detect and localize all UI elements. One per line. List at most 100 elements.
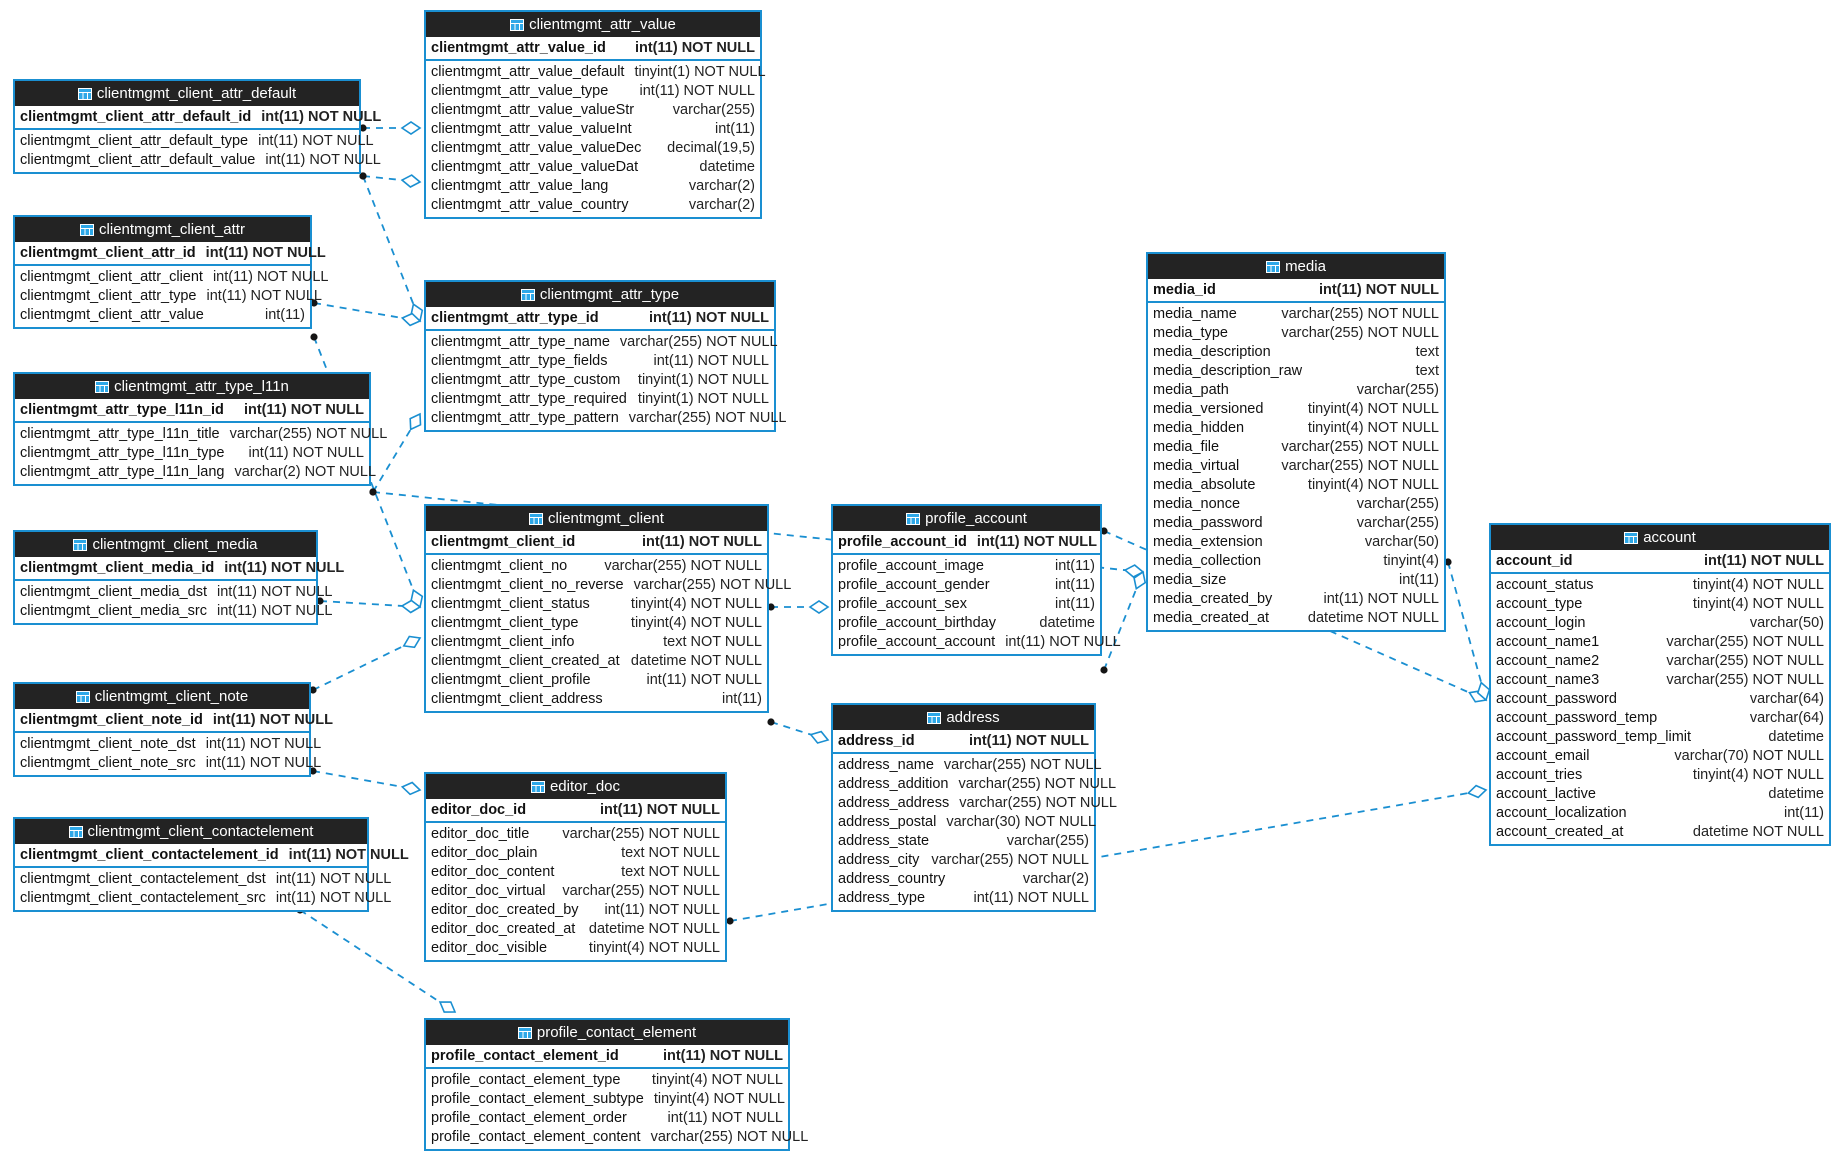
column-row[interactable]: editor_doc_plaintext NOT NULL xyxy=(426,844,725,863)
primary-key-row[interactable]: clientmgmt_attr_type_idint(11) NOT NULL xyxy=(426,307,774,331)
primary-key-row[interactable]: clientmgmt_client_contactelement_idint(1… xyxy=(15,844,409,868)
column-row[interactable]: clientmgmt_attr_type_requiredtinyint(1) … xyxy=(426,390,774,409)
column-row[interactable]: account_password_temp_limitdatetime xyxy=(1491,728,1829,747)
primary-key-row[interactable]: address_idint(11) NOT NULL xyxy=(833,730,1094,754)
column-row[interactable]: address_statevarchar(255) xyxy=(833,832,1094,851)
column-row[interactable]: media_filevarchar(255) NOT NULL xyxy=(1148,438,1444,457)
table-node-profile_contact_element[interactable]: profile_contact_elementprofile_contact_e… xyxy=(424,1018,808,1151)
column-row[interactable]: clientmgmt_client_profileint(11) NOT NUL… xyxy=(426,671,767,690)
column-row[interactable]: clientmgmt_client_statustinyint(4) NOT N… xyxy=(426,595,767,614)
column-row[interactable]: account_localizationint(11) xyxy=(1491,804,1829,823)
column-row[interactable]: clientmgmt_client_contactelement_dstint(… xyxy=(15,870,391,889)
column-row[interactable]: clientmgmt_client_addressint(11) xyxy=(426,690,767,709)
column-row[interactable]: clientmgmt_attr_type_l11n_langvarchar(2)… xyxy=(15,463,376,482)
column-row[interactable]: clientmgmt_attr_value_valueDecdecimal(19… xyxy=(426,139,760,158)
column-row[interactable]: profile_contact_element_orderint(11) NOT… xyxy=(426,1109,788,1128)
table-node-clientmgmt_attr_value[interactable]: clientmgmt_attr_valueclientmgmt_attr_val… xyxy=(424,10,766,219)
primary-key-row[interactable]: clientmgmt_attr_type_l11n_idint(11) NOT … xyxy=(15,399,369,423)
column-row[interactable]: clientmgmt_client_attr_typeint(11) NOT N… xyxy=(15,287,322,306)
column-row[interactable]: account_statustinyint(4) NOT NULL xyxy=(1491,576,1829,595)
table-node-clientmgmt_attr_type_l11n[interactable]: clientmgmt_attr_type_l11nclientmgmt_attr… xyxy=(13,372,387,486)
column-row[interactable]: clientmgmt_attr_type_patternvarchar(255)… xyxy=(426,409,786,428)
table-node-clientmgmt_client_note[interactable]: clientmgmt_client_noteclientmgmt_client_… xyxy=(13,682,333,777)
table-node-account[interactable]: accountaccount_idint(11) NOT NULLaccount… xyxy=(1489,523,1831,846)
primary-key-row[interactable]: media_idint(11) NOT NULL xyxy=(1148,279,1444,303)
table-node-profile_account[interactable]: profile_accountprofile_account_idint(11)… xyxy=(831,504,1121,656)
column-row[interactable]: clientmgmt_client_typetinyint(4) NOT NUL… xyxy=(426,614,767,633)
column-row[interactable]: account_password_tempvarchar(64) xyxy=(1491,709,1829,728)
table-node-clientmgmt_client_attr_default[interactable]: clientmgmt_client_attr_defaultclientmgmt… xyxy=(13,79,381,174)
column-row[interactable]: clientmgmt_attr_type_namevarchar(255) NO… xyxy=(426,333,778,352)
column-row[interactable]: clientmgmt_attr_value_langvarchar(2) xyxy=(426,177,760,196)
column-row[interactable]: account_passwordvarchar(64) xyxy=(1491,690,1829,709)
column-row[interactable]: account_loginvarchar(50) xyxy=(1491,614,1829,633)
column-row[interactable]: clientmgmt_client_attr_default_valueint(… xyxy=(15,151,381,170)
column-row[interactable]: profile_account_genderint(11) xyxy=(833,576,1100,595)
column-row[interactable]: profile_account_accountint(11) NOT NULL xyxy=(833,633,1121,652)
column-row[interactable]: account_typetinyint(4) NOT NULL xyxy=(1491,595,1829,614)
column-row[interactable]: clientmgmt_attr_value_defaulttinyint(1) … xyxy=(426,63,766,82)
column-row[interactable]: account_name2varchar(255) NOT NULL xyxy=(1491,652,1829,671)
column-row[interactable]: editor_doc_visibletinyint(4) NOT NULL xyxy=(426,939,725,958)
column-row[interactable]: profile_account_birthdaydatetime xyxy=(833,614,1100,633)
column-row[interactable]: media_created_byint(11) NOT NULL xyxy=(1148,590,1444,609)
table-node-address[interactable]: addressaddress_idint(11) NOT NULLaddress… xyxy=(831,703,1117,912)
column-row[interactable]: media_noncevarchar(255) xyxy=(1148,495,1444,514)
column-row[interactable]: media_virtualvarchar(255) NOT NULL xyxy=(1148,457,1444,476)
primary-key-row[interactable]: clientmgmt_client_note_idint(11) NOT NUL… xyxy=(15,709,333,733)
column-row[interactable]: clientmgmt_client_note_dstint(11) NOT NU… xyxy=(15,735,321,754)
column-row[interactable]: editor_doc_created_atdatetime NOT NULL xyxy=(426,920,725,939)
table-node-editor_doc[interactable]: editor_doceditor_doc_idint(11) NOT NULLe… xyxy=(424,772,727,962)
column-row[interactable]: profile_contact_element_subtypetinyint(4… xyxy=(426,1090,788,1109)
column-row[interactable]: media_description_rawtext xyxy=(1148,362,1444,381)
column-row[interactable]: clientmgmt_attr_type_l11n_titlevarchar(2… xyxy=(15,425,387,444)
column-row[interactable]: account_emailvarchar(70) NOT NULL xyxy=(1491,747,1829,766)
column-row[interactable]: address_addressvarchar(255) NOT NULL xyxy=(833,794,1117,813)
column-row[interactable]: media_sizeint(11) xyxy=(1148,571,1444,590)
column-row[interactable]: editor_doc_virtualvarchar(255) NOT NULL xyxy=(426,882,725,901)
column-row[interactable]: profile_account_sexint(11) xyxy=(833,595,1100,614)
primary-key-row[interactable]: clientmgmt_attr_value_idint(11) NOT NULL xyxy=(426,37,760,61)
column-row[interactable]: account_name3varchar(255) NOT NULL xyxy=(1491,671,1829,690)
primary-key-row[interactable]: account_idint(11) NOT NULL xyxy=(1491,550,1829,574)
column-row[interactable]: clientmgmt_client_novarchar(255) NOT NUL… xyxy=(426,557,767,576)
primary-key-row[interactable]: clientmgmt_client_attr_default_idint(11)… xyxy=(15,106,381,130)
column-row[interactable]: clientmgmt_client_media_srcint(11) NOT N… xyxy=(15,602,332,621)
column-row[interactable]: clientmgmt_attr_value_countryvarchar(2) xyxy=(426,196,760,215)
column-row[interactable]: clientmgmt_client_no_reversevarchar(255)… xyxy=(426,576,791,595)
column-row[interactable]: editor_doc_contenttext NOT NULL xyxy=(426,863,725,882)
table-node-clientmgmt_attr_type[interactable]: clientmgmt_attr_typeclientmgmt_attr_type… xyxy=(424,280,786,432)
table-node-clientmgmt_client[interactable]: clientmgmt_clientclientmgmt_client_idint… xyxy=(424,504,791,713)
column-row[interactable]: media_namevarchar(255) NOT NULL xyxy=(1148,305,1444,324)
column-row[interactable]: media_hiddentinyint(4) NOT NULL xyxy=(1148,419,1444,438)
column-row[interactable]: clientmgmt_client_attr_valueint(11) xyxy=(15,306,310,325)
table-node-media[interactable]: mediamedia_idint(11) NOT NULLmedia_namev… xyxy=(1146,252,1446,632)
column-row[interactable]: media_pathvarchar(255) xyxy=(1148,381,1444,400)
column-row[interactable]: media_collectiontinyint(4) xyxy=(1148,552,1444,571)
column-row[interactable]: clientmgmt_client_contactelement_srcint(… xyxy=(15,889,391,908)
column-row[interactable]: clientmgmt_attr_value_valueIntint(11) xyxy=(426,120,760,139)
column-row[interactable]: media_created_atdatetime NOT NULL xyxy=(1148,609,1444,628)
column-row[interactable]: clientmgmt_client_attr_default_typeint(1… xyxy=(15,132,374,151)
primary-key-row[interactable]: editor_doc_idint(11) NOT NULL xyxy=(426,799,725,823)
column-row[interactable]: clientmgmt_attr_type_fieldsint(11) NOT N… xyxy=(426,352,774,371)
column-row[interactable]: clientmgmt_client_attr_clientint(11) NOT… xyxy=(15,268,328,287)
column-row[interactable]: address_typeint(11) NOT NULL xyxy=(833,889,1094,908)
column-row[interactable]: clientmgmt_attr_value_valueStrvarchar(25… xyxy=(426,101,760,120)
column-row[interactable]: clientmgmt_attr_value_typeint(11) NOT NU… xyxy=(426,82,760,101)
column-row[interactable]: media_versionedtinyint(4) NOT NULL xyxy=(1148,400,1444,419)
column-row[interactable]: address_countryvarchar(2) xyxy=(833,870,1094,889)
column-row[interactable]: profile_contact_element_typetinyint(4) N… xyxy=(426,1071,788,1090)
primary-key-row[interactable]: profile_account_idint(11) NOT NULL xyxy=(833,531,1100,555)
column-row[interactable]: media_typevarchar(255) NOT NULL xyxy=(1148,324,1444,343)
column-row[interactable]: account_triestinyint(4) NOT NULL xyxy=(1491,766,1829,785)
column-row[interactable]: clientmgmt_client_infotext NOT NULL xyxy=(426,633,767,652)
column-row[interactable]: account_created_atdatetime NOT NULL xyxy=(1491,823,1829,842)
column-row[interactable]: clientmgmt_attr_value_valueDatdatetime xyxy=(426,158,760,177)
column-row[interactable]: address_namevarchar(255) NOT NULL xyxy=(833,756,1102,775)
column-row[interactable]: clientmgmt_client_media_dstint(11) NOT N… xyxy=(15,583,332,602)
column-row[interactable]: clientmgmt_attr_type_l11n_typeint(11) NO… xyxy=(15,444,369,463)
table-node-clientmgmt_client_attr[interactable]: clientmgmt_client_attrclientmgmt_client_… xyxy=(13,215,328,329)
column-row[interactable]: address_cityvarchar(255) NOT NULL xyxy=(833,851,1094,870)
column-row[interactable]: clientmgmt_client_note_srcint(11) NOT NU… xyxy=(15,754,321,773)
